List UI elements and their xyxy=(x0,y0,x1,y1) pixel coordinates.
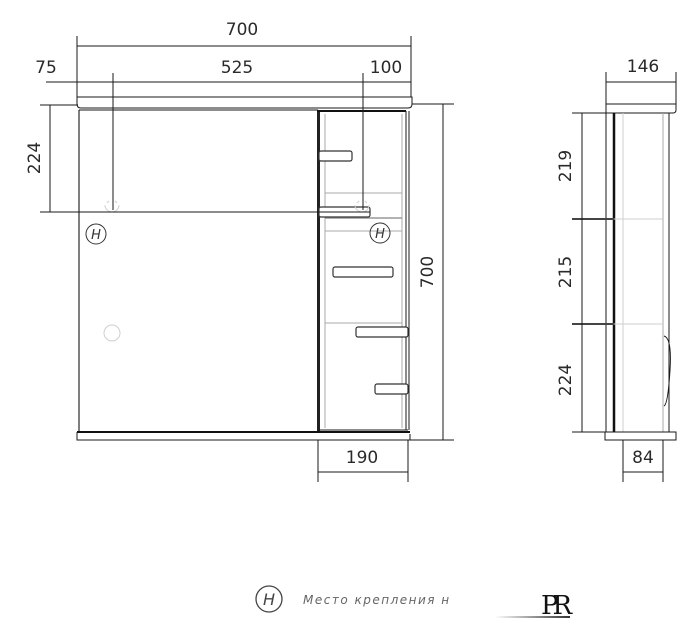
dim-overall-height: 700 xyxy=(418,256,438,288)
mount-symbol-icon xyxy=(255,585,283,613)
handle-1 xyxy=(318,150,353,162)
knob-circle xyxy=(103,324,121,342)
mount-hook-left xyxy=(104,200,120,213)
brand-logo: PR xyxy=(495,591,579,621)
dim-offset-left: 75 xyxy=(35,58,57,78)
shelf-divider xyxy=(317,110,320,432)
handle-4 xyxy=(355,326,409,338)
mount-point-symbol-right: H xyxy=(369,222,391,244)
dim-shelf-middle: 215 xyxy=(556,256,576,288)
side-handle xyxy=(663,335,671,407)
dim-shelf-top: 219 xyxy=(556,150,576,182)
dim-mount-height: 224 xyxy=(25,142,45,174)
legend: H Место крепления н xyxy=(255,585,451,613)
dim-depth: 146 xyxy=(627,57,659,77)
svg-text:H: H xyxy=(375,227,385,242)
dim-offset-right: 100 xyxy=(370,58,402,78)
svg-text:H: H xyxy=(263,590,275,609)
top-cap xyxy=(76,96,413,109)
side-view: 146 219 215 224 84 xyxy=(556,57,677,482)
dim-shelf-bottom: 224 xyxy=(556,364,576,396)
handle-3 xyxy=(332,266,394,278)
dim-inner-depth: 84 xyxy=(632,448,654,468)
dim-shelf-width: 190 xyxy=(346,448,378,468)
front-view: H H 700 75 525 100 224 700 190 xyxy=(25,20,454,482)
dim-mount-spacing: 525 xyxy=(221,58,253,78)
mount-point-symbol-left: H xyxy=(85,223,107,245)
svg-text:H: H xyxy=(91,228,101,243)
dim-overall-width: 700 xyxy=(226,20,258,40)
handle-5 xyxy=(374,383,409,395)
legend-text: Место крепления н xyxy=(303,593,451,607)
